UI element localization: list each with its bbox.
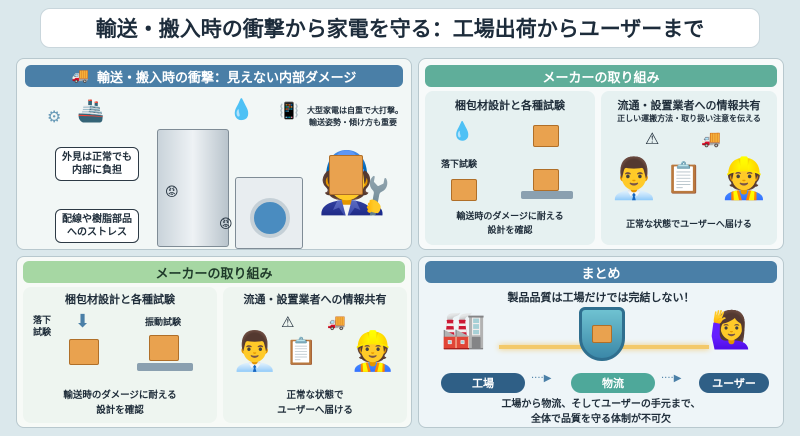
vibrating-phone-icon: 📳 bbox=[279, 101, 299, 120]
maker-efforts-panel-bottom: メーカーの取り組み 梱包材設計と各種試験 落下 試験 ⬇ 振動試験 輸送時のダメ… bbox=[16, 256, 412, 428]
vibration-platform bbox=[137, 363, 193, 371]
truck-icon: 🚚 bbox=[71, 68, 90, 84]
packaging-subpanel: 梱包材設計と各種試験 💧 落下試験 輸送時のダメージに耐える 設計を確認 bbox=[425, 91, 595, 245]
drop-test-label-2: 試験 bbox=[33, 328, 52, 338]
angry-face-icon: 😡 bbox=[219, 217, 233, 232]
drop-test-label-1: 落下 bbox=[33, 316, 52, 326]
businessman-illustration: 👨‍💼 bbox=[231, 329, 279, 373]
drop-test-label: 落下試験 bbox=[441, 160, 478, 170]
info-sharing-title-bottom: 流通・設置業者への情報共有 bbox=[243, 293, 387, 306]
impact-header-text: 輸送・搬入時の衝撃：見えない内部ダメージ bbox=[97, 70, 357, 86]
callout-wiring-line2: へのストレス bbox=[67, 227, 127, 238]
box-drop bbox=[69, 339, 99, 365]
angry-face-icon: 😡 bbox=[165, 185, 179, 200]
packaging-caption-bottom-1: 輸送時のダメージに耐える bbox=[63, 390, 177, 401]
shield-icon bbox=[579, 307, 625, 361]
info-sharing-subpanel-bottom: 流通・設置業者への情報共有 ⚠ 🚚 👨‍💼 📋 👷 正常な状態で ユーザーへ届け… bbox=[223, 287, 407, 423]
truck-icon: 🚚 bbox=[327, 313, 346, 331]
water-drop-icon: 💧 bbox=[229, 97, 254, 121]
info-sharing-subtitle: 正しい運搬方法・取り扱い注意を伝える bbox=[617, 114, 761, 123]
summary-caption-1: 工場から物流、そしてユーザーの手元まで、 bbox=[501, 399, 701, 410]
gear-icon: ⚙ bbox=[47, 107, 62, 126]
step-factory: 工場 bbox=[441, 373, 525, 393]
step-logistics: 物流 bbox=[571, 373, 655, 393]
impact-note-2: 輸送姿勢・傾け方も重要 bbox=[309, 118, 397, 127]
warning-icon: ⚠ bbox=[645, 129, 660, 148]
callout-exterior-line2: 内部に負担 bbox=[72, 165, 122, 176]
callout-wiring-line1: 配線や樹脂部品 bbox=[62, 214, 132, 225]
box-vibration bbox=[149, 335, 179, 361]
packaging-subpanel-bottom: 梱包材設計と各種試験 落下 試験 ⬇ 振動試験 輸送時のダメージに耐える 設計を… bbox=[23, 287, 217, 423]
worker-illustration: 👷 bbox=[719, 156, 769, 202]
info-sharing-title: 流通・設置業者への情報共有 bbox=[617, 99, 761, 112]
businessman-illustration: 👨‍💼 bbox=[609, 156, 659, 202]
user-with-phone-illustration: 🙋‍♀️ bbox=[709, 310, 754, 351]
maker-header-top: メーカーの取り組み bbox=[425, 65, 777, 87]
packaging-title: 梱包材設計と各種試験 bbox=[455, 99, 565, 112]
callout-exterior: 外見は正常でも 内部に負担 bbox=[55, 147, 139, 181]
packaging-caption-1: 輸送時のダメージに耐える bbox=[456, 212, 564, 222]
warning-icon: ⚠ bbox=[281, 313, 295, 331]
washing-machine-illustration bbox=[235, 177, 303, 249]
impact-panel: 🚚 輸送・搬入時の衝撃：見えない内部ダメージ 🚢 ⚙ 💧 📳 大型家電は自重で大… bbox=[16, 58, 412, 250]
summary-panel: まとめ 製品品質は工場だけでは完結しない！ 🏭 🙋‍♀️ 工場 ····▶ 物流… bbox=[418, 256, 784, 428]
worker-with-box-illustration: 👷 bbox=[349, 329, 397, 373]
checklist-clipboard-icon: 📋 bbox=[285, 337, 318, 367]
vibration-test-label: 振動試験 bbox=[145, 318, 182, 328]
info-sharing-caption-bottom-2: ユーザーへ届ける bbox=[277, 405, 353, 416]
factory-icon: 🏭 bbox=[441, 310, 486, 351]
step-user: ユーザー bbox=[699, 373, 769, 393]
refrigerator-illustration bbox=[157, 129, 229, 247]
summary-caption-2: 全体で品質を守る体制が不可欠 bbox=[531, 414, 671, 425]
ship-icon: 🚢 bbox=[77, 99, 105, 124]
summary-header: まとめ bbox=[425, 261, 777, 283]
info-sharing-subpanel: 流通・設置業者への情報共有 正しい運搬方法・取り扱い注意を伝える ⚠ 🚚 👨‍💼… bbox=[601, 91, 777, 245]
dotted-arrow-icon: ····▶ bbox=[661, 373, 682, 384]
callout-exterior-line1: 外見は正常でも bbox=[62, 152, 132, 163]
impact-header: 🚚 輸送・搬入時の衝撃：見えない内部ダメージ bbox=[25, 65, 403, 87]
down-arrow-icon: ⬇ bbox=[75, 311, 91, 332]
water-drop-icon: 💧 bbox=[451, 121, 474, 142]
carried-box bbox=[329, 155, 363, 195]
maker-efforts-panel-top: メーカーの取り組み 梱包材設計と各種試験 💧 落下試験 輸送時のダメージに耐える… bbox=[418, 58, 784, 250]
page-title: 輸送・搬入時の衝撃から家電を守る：工場出荷からユーザーまで bbox=[40, 8, 760, 48]
protected-box bbox=[592, 325, 612, 343]
info-sharing-caption: 正常な状態でユーザーへ届ける bbox=[626, 220, 752, 230]
info-sharing-caption-bottom-1: 正常な状態で bbox=[286, 390, 344, 401]
checklist-clipboard-icon: 📋 bbox=[665, 161, 703, 196]
callout-wiring: 配線や樹脂部品 へのストレス bbox=[55, 209, 139, 243]
box-vibration-top bbox=[533, 125, 559, 147]
box-drop bbox=[451, 179, 477, 201]
packaging-caption-bottom-2: 設計を確認 bbox=[96, 405, 144, 416]
vibration-platform bbox=[521, 191, 573, 199]
truck-icon: 🚚 bbox=[701, 129, 721, 148]
packaging-caption-2: 設計を確認 bbox=[487, 226, 533, 236]
summary-headline: 製品品質は工場だけでは完結しない！ bbox=[507, 291, 695, 304]
box-vibration bbox=[533, 169, 559, 191]
impact-note-1: 大型家電は自重で大打撃。 bbox=[307, 106, 403, 115]
dotted-arrow-icon: ····▶ bbox=[531, 373, 552, 384]
packaging-title-bottom: 梱包材設計と各種試験 bbox=[65, 293, 175, 306]
maker-header-bottom: メーカーの取り組み bbox=[23, 261, 405, 283]
